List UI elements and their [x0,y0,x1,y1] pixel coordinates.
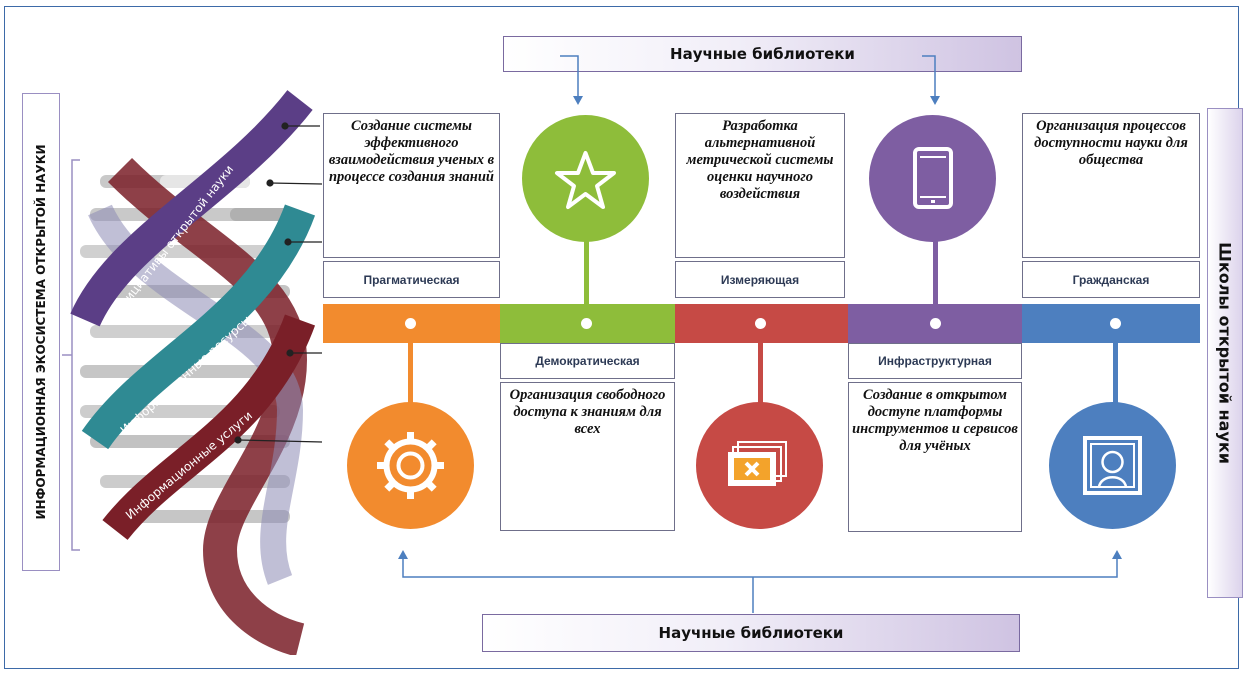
measuring-circle [696,402,823,529]
bottom-arrows [398,550,1122,613]
pragmatic-label: Прагматическая [323,261,500,298]
star-icon [555,151,616,209]
infrastructure-circle [869,115,996,242]
top-arrows [560,55,940,105]
connector-pragmatic [408,343,413,408]
person-icon [1083,436,1142,495]
ecosystem-label-text: ИНФОРМАЦИОННАЯ ЭКОСИСТЕМА ОТКРЫТОЙ НАУКИ [34,144,48,520]
connector-democratic [584,240,589,304]
schools-label: Школы открытой науки [1207,108,1243,598]
timeline-dot [581,318,592,329]
timeline-dot [930,318,941,329]
bottom-library-box: Научные библиотеки [482,614,1020,652]
infrastructure-description: Создание в открытом доступе платформы ин… [848,382,1022,532]
democratic-label: Демократическая [500,343,675,379]
ecosystem-label: ИНФОРМАЦИОННАЯ ЭКОСИСТЕМА ОТКРЫТОЙ НАУКИ [22,93,60,571]
democratic-circle [522,115,649,242]
cards-icon [728,441,787,486]
civic-label: Гражданская [1022,261,1200,298]
connector-civic [1113,343,1118,408]
connector-infrastructure [933,240,938,304]
timeline-dot [755,318,766,329]
civic-circle [1049,402,1176,529]
infrastructure-label: Инфраструктурная [848,343,1022,379]
timeline-dot [405,318,416,329]
top-library-text: Научные библиотеки [670,45,855,63]
connector-measuring [758,343,763,408]
gear-icon [377,432,444,499]
timeline-dot [1110,318,1121,329]
democratic-description: Организация свободного доступа к знаниям… [500,382,675,531]
tablet-icon [913,147,953,209]
pragmatic-circle [347,402,474,529]
dna-helix: Инициативы открытой науки Информационные… [62,90,323,655]
measuring-description: Разработка альтернативной метрической си… [675,113,845,258]
bottom-library-text: Научные библиотеки [658,624,844,642]
measuring-label: Измеряющая [675,261,845,298]
civic-description: Организация процессов доступности науки … [1022,113,1200,258]
pragmatic-description: Создание системы эффективного взаимодейс… [323,113,500,258]
schools-label-text: Школы открытой науки [1215,242,1235,464]
